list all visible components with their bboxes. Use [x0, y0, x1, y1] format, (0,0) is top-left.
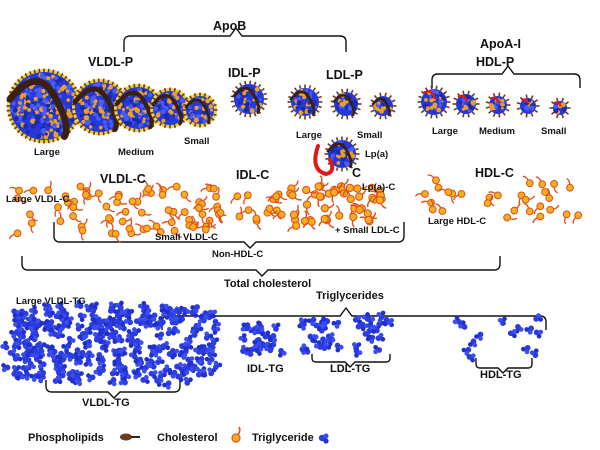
vldl-particle-medium-3	[149, 87, 191, 129]
hdl-particle-medium-2	[485, 92, 511, 118]
total-cholesterol-bracket	[21, 256, 501, 277]
legend-triglyceride-label: Triglyceride	[252, 432, 314, 444]
triglyceride-icon	[318, 433, 329, 444]
phospholipid-icon	[120, 433, 140, 441]
hdl-medium-label: Medium	[479, 126, 515, 137]
vldl-p-label: VLDL-P	[88, 55, 134, 69]
total-cholesterol-label: Total cholesterol	[224, 278, 312, 290]
vldl-tg-bracket	[45, 380, 181, 399]
small-vldl-c-label: Small VLDL-C	[155, 232, 218, 243]
ldl-large-label: Large	[296, 130, 322, 141]
ldl-triglyceride-cloud	[296, 311, 386, 359]
hdl-tg-label: HDL-TG	[480, 369, 522, 381]
non-hdl-c-label: Non-HDL-C	[212, 249, 264, 260]
idl-triglyceride-cloud	[237, 319, 288, 360]
idl-tg-label: IDL-TG	[247, 363, 284, 375]
idl-c-label: IDL-C	[236, 168, 270, 182]
ldl-tg-bracket	[311, 354, 391, 368]
legend-phospholipids-label: Phospholipids	[28, 432, 104, 444]
hdl-particle-small-2	[549, 97, 571, 119]
vldl-particle-large	[6, 68, 82, 144]
apoa1-bracket	[431, 64, 581, 88]
small-ldl-c-label: + Small LDL-C	[335, 225, 400, 236]
apob-bracket	[123, 26, 347, 52]
apob-label: ApoB	[213, 19, 247, 33]
hdl-c-label: HDL-C	[475, 166, 514, 180]
vldl-c-label: VLDL-C	[100, 172, 146, 186]
vldl-particle-medium-1	[71, 78, 129, 136]
large-vldl-c-label: Large VLDL-C	[6, 194, 70, 205]
vldl-medium-label: Medium	[118, 147, 154, 158]
hdl-p-label: HDL-P	[476, 55, 515, 69]
ldl-particle-small	[369, 92, 397, 120]
large-hdl-c-label: Large HDL-C	[428, 216, 487, 227]
ldl-particle-large	[287, 84, 323, 120]
lpa-particle	[324, 136, 360, 172]
large-vldl-tg-label: Large VLDL-TG	[16, 296, 86, 307]
hdl-small-label: Small	[541, 126, 567, 137]
ldl-p-label: LDL-P	[326, 68, 363, 82]
vldl-small-label: Small	[184, 136, 210, 147]
vldl-tg-label: VLDL-TG	[82, 397, 130, 409]
idl-particle	[230, 80, 268, 118]
hdl-particle-medium-1	[452, 90, 480, 118]
idl-p-label: IDL-P	[228, 66, 261, 80]
ldl-c-label: C	[352, 166, 362, 180]
hdl-particle-large	[417, 85, 451, 119]
hdl-large-label: Large	[432, 126, 458, 137]
apoa-tail	[313, 144, 335, 177]
lpa-c-label: Lp(a)-C	[362, 182, 396, 193]
hdl-particle-small-1	[516, 94, 540, 118]
vldl-large-label: Large	[34, 147, 60, 158]
idl-cholesterol-cloud	[229, 189, 290, 231]
ldl-tg-label: LDL-TG	[330, 363, 371, 375]
cholesterol-icon	[231, 426, 241, 443]
legend-cholesterol-label: Cholesterol	[157, 432, 218, 444]
ldl-small-label: Small	[357, 130, 383, 141]
ldl-particle-medium	[330, 88, 362, 120]
triglycerides-label: Triglycerides	[316, 290, 384, 302]
apoa1-label: ApoA-I	[480, 37, 521, 51]
legend-icons	[120, 426, 329, 444]
hdl-tg-bracket	[475, 358, 533, 374]
vldl-particle-small	[182, 92, 218, 128]
vldl-triglyceride-cloud	[0, 298, 224, 391]
lpa-label: Lp(a)	[365, 149, 389, 160]
non-hdl-c-bracket	[53, 222, 405, 249]
hdl-triglyceride-cloud	[451, 312, 544, 363]
lipoprotein-particles	[6, 68, 571, 177]
